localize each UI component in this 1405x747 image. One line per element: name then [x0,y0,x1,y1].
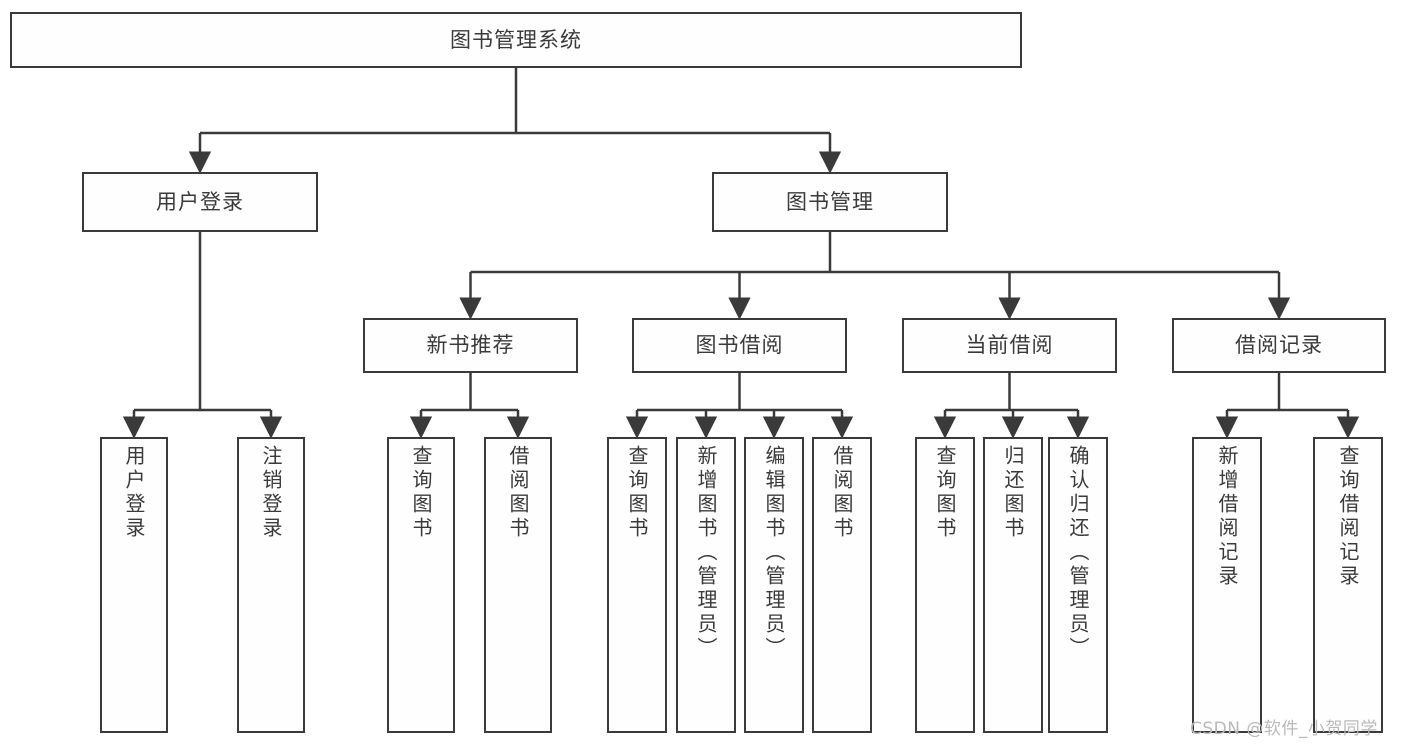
node-l-addbook[interactable]: 新增图书（管理员） [676,437,736,733]
node-label: 用户登录 [156,189,244,214]
node-label: 图书管理系统 [450,27,582,52]
node-borrow[interactable]: 图书借阅 [632,318,847,373]
node-l-qbook3[interactable]: 查询图书 [915,437,975,733]
node-label: 查询图书 [933,445,957,541]
node-label: 图书借阅 [695,333,784,358]
node-l-qrec[interactable]: 查询借阅记录 [1313,437,1383,733]
node-l-addrec[interactable]: 新增借阅记录 [1192,437,1262,733]
node-label: 借阅图书 [506,445,530,541]
node-l-qbook2[interactable]: 查询图书 [607,437,667,733]
node-label: 新书推荐 [426,333,515,358]
node-label: 新增借阅记录 [1215,445,1239,589]
node-label: 用户登录 [122,445,146,541]
node-label: 编辑图书（管理员） [762,445,786,661]
node-l-return[interactable]: 归还图书 [983,437,1043,733]
node-l-bbook1[interactable]: 借阅图书 [484,437,552,733]
node-label: 当前借阅 [965,333,1054,358]
node-label: 新增图书（管理员） [694,445,718,661]
node-label: 查询图书 [625,445,649,541]
node-label: 查询借阅记录 [1336,445,1360,589]
node-current[interactable]: 当前借阅 [902,318,1117,373]
node-label: 注销登录 [259,445,283,541]
node-label: 确认归还（管理员） [1066,445,1090,661]
node-l-editbook[interactable]: 编辑图书（管理员） [744,437,804,733]
node-newbook[interactable]: 新书推荐 [363,318,578,373]
csdn-watermark: CSDN @软件_小贺同学 [1190,719,1378,739]
node-l-logout[interactable]: 注销登录 [237,437,305,733]
node-root[interactable]: 图书管理系统 [10,12,1022,68]
node-l-login[interactable]: 用户登录 [100,437,168,733]
node-label: 借阅记录 [1235,333,1323,358]
node-label: 归还图书 [1001,445,1025,541]
node-l-bbook2[interactable]: 借阅图书 [812,437,872,733]
node-login[interactable]: 用户登录 [82,172,318,232]
node-records[interactable]: 借阅记录 [1172,318,1386,373]
node-l-qbook1[interactable]: 查询图书 [387,437,455,733]
node-bookmgr[interactable]: 图书管理 [712,172,948,232]
node-label: 图书管理 [786,189,874,214]
node-label: 查询图书 [409,445,433,541]
node-label: 借阅图书 [830,445,854,541]
node-l-confirm[interactable]: 确认归还（管理员） [1048,437,1108,733]
